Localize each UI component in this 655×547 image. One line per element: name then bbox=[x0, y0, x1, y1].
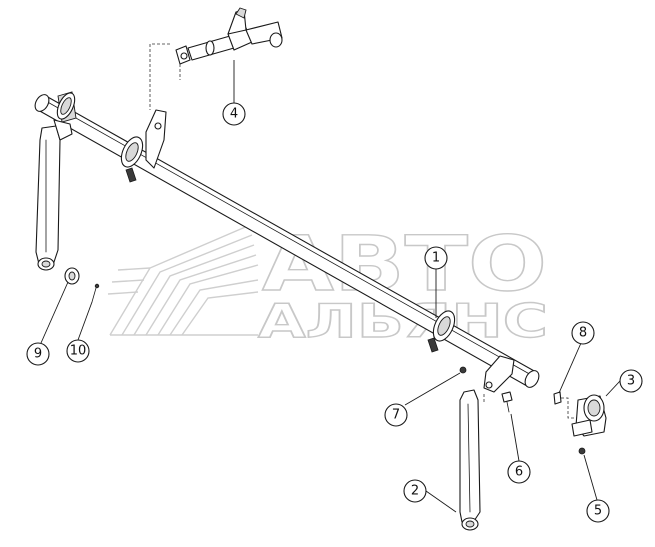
callout-label: 1 bbox=[432, 251, 440, 266]
watermark-logo: АВТО АЛЬЯНС bbox=[107, 218, 549, 349]
left-end-bushing bbox=[56, 91, 77, 123]
pin-bolt bbox=[553, 391, 562, 405]
callout-9: 9 bbox=[26, 342, 50, 366]
callout-label: 2 bbox=[411, 484, 419, 499]
callout-6: 6 bbox=[507, 460, 531, 484]
callout-label: 5 bbox=[594, 504, 602, 519]
torsion-shaft bbox=[34, 91, 540, 393]
callout-label: 6 bbox=[515, 465, 523, 480]
right-bushing bbox=[427, 310, 456, 353]
bolt bbox=[501, 391, 513, 413]
callout-label: 9 bbox=[34, 347, 42, 362]
right-lever bbox=[459, 389, 481, 531]
callout-10: 10 bbox=[66, 339, 90, 363]
callout-2: 2 bbox=[403, 479, 427, 503]
nut bbox=[578, 447, 586, 455]
callout-7: 7 bbox=[384, 403, 408, 427]
callout-8: 8 bbox=[571, 321, 595, 345]
callout-4: 4 bbox=[222, 102, 246, 126]
washer bbox=[64, 267, 80, 285]
middle-bushing bbox=[120, 109, 167, 183]
watermark-emblem bbox=[107, 224, 259, 336]
right-shaft-bracket bbox=[483, 355, 515, 393]
callout-label: 8 bbox=[579, 326, 587, 341]
callout-label: 4 bbox=[230, 107, 238, 122]
turnbuckle-link bbox=[175, 7, 283, 80]
left-lever-arm bbox=[35, 119, 73, 271]
small-nut bbox=[459, 366, 467, 374]
callout-1: 1 bbox=[424, 246, 448, 270]
leader-lines bbox=[40, 60, 621, 513]
cotter-pin bbox=[91, 283, 100, 303]
callout-label: 7 bbox=[392, 408, 400, 423]
bearing-housing bbox=[571, 394, 607, 437]
callout-3: 3 bbox=[619, 369, 643, 393]
callout-5: 5 bbox=[586, 499, 610, 523]
callout-label: 3 bbox=[627, 374, 635, 389]
callout-label: 10 bbox=[70, 344, 87, 359]
